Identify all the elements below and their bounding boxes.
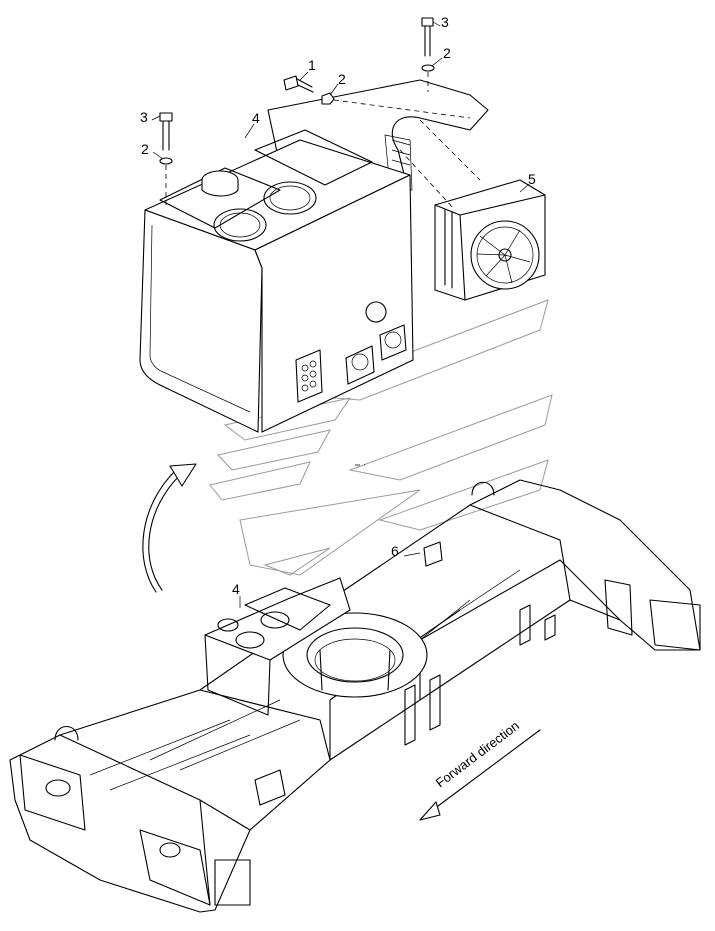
bolt-horizontal: [283, 75, 314, 93]
callout-4-tank: 4: [252, 110, 260, 126]
hydraulic-tank: [139, 129, 414, 433]
frame-lift-handle-left: [54, 725, 79, 741]
assembly-arrow: [142, 463, 197, 593]
washer-top-right: [421, 64, 435, 72]
callout-5: 5: [528, 171, 536, 187]
callout-1: 1: [308, 57, 316, 73]
slewing-ring: [282, 612, 428, 698]
main-frame: [9, 479, 701, 913]
tank-mounted: [204, 577, 351, 716]
tank-inspection-port-2: [263, 181, 317, 215]
frame-lug-brackets: [254, 604, 556, 806]
callout-2-center: 2: [338, 71, 346, 87]
frame-lift-handle-right: [471, 481, 495, 496]
callout-4-frame: 4: [232, 581, 240, 597]
frame-end-plate-right: [604, 579, 701, 651]
bracket-grille: [391, 139, 411, 186]
assembly-lines: [165, 72, 481, 466]
nut-center: [321, 92, 335, 105]
callout-6: 6: [391, 543, 399, 559]
tank-port-fittings: [345, 301, 407, 385]
oil-cooler: [434, 179, 546, 301]
cooler-fan: [470, 220, 540, 290]
tank-inspection-port-1: [213, 208, 267, 242]
tank-gauge-panel: [295, 349, 323, 403]
callout-3-left: 3: [140, 109, 148, 125]
callout-3-top-right: 3: [441, 14, 449, 30]
watermark-logo: [209, 299, 553, 576]
washer-left: [159, 157, 173, 165]
callouts: 1 2 2 2 3 3 4 4 5 6: [140, 14, 536, 608]
callout-2-left: 2: [141, 141, 149, 157]
frame-end-plate-left: [19, 754, 86, 831]
callout-2-top-right: 2: [443, 45, 451, 61]
tank-filler-cap: [201, 170, 239, 197]
bolt-left: [159, 112, 173, 151]
forward-direction-label: Forward direction: [433, 718, 522, 790]
tank-cover-plate-right: [254, 129, 373, 186]
bolt-top-right: [421, 17, 434, 57]
forward-direction-arrow: Forward direction: [419, 718, 541, 821]
frame-front-tow-eye: [139, 829, 251, 906]
valve-block: [423, 541, 443, 567]
